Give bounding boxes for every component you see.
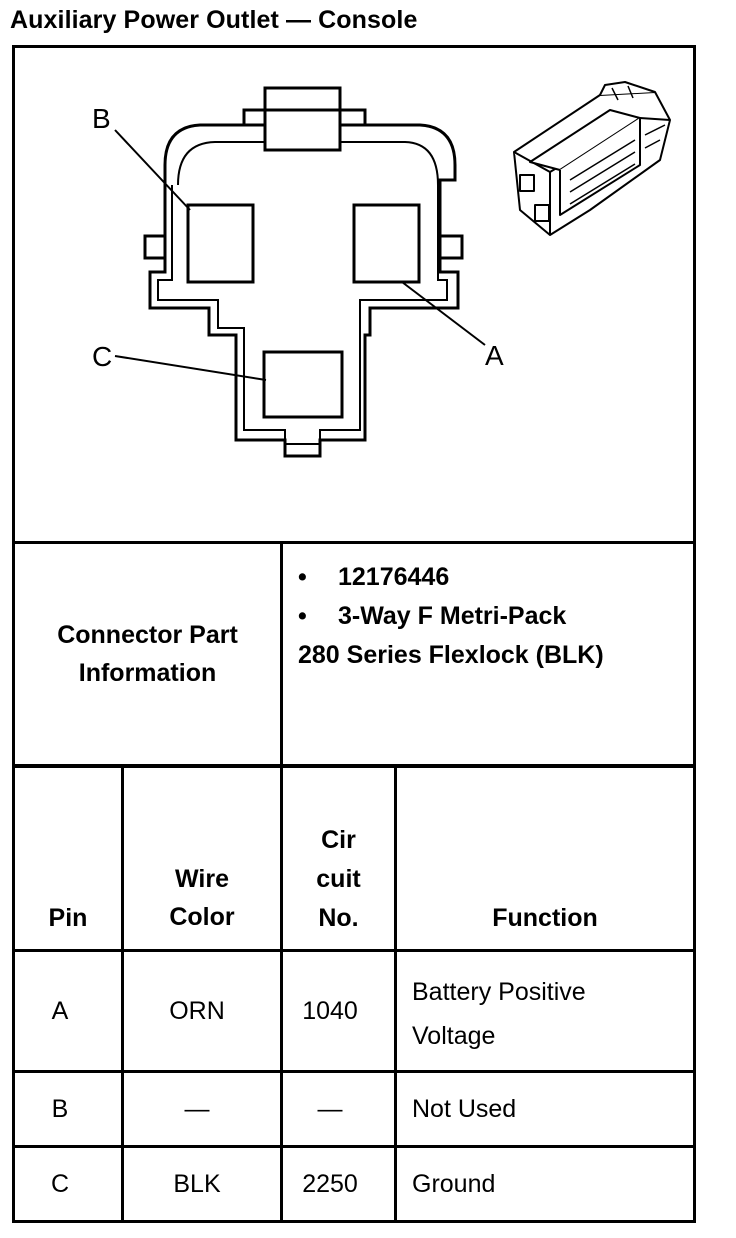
row-b-circuit: — [317, 1094, 343, 1123]
page-title: Auxiliary Power Outlet — Console [10, 6, 418, 34]
divider-row-a [12, 1070, 696, 1073]
description-item: • 3-Way F Metri-Pack [298, 597, 693, 636]
row-a-color: ORN [169, 996, 225, 1025]
header-wire-color: Wire Color [124, 860, 280, 936]
row-c-pin: C [50, 1169, 70, 1198]
row-b-pin: B [51, 1094, 69, 1123]
leader-line-a [401, 281, 486, 346]
divider-info [12, 764, 696, 768]
part-number-item: • 12176446 [298, 558, 693, 597]
frame-bottom-rule [12, 1220, 696, 1223]
side-nub-right [438, 234, 464, 260]
header-circuit-line1: Cir [321, 826, 356, 854]
callout-c: C [92, 341, 112, 372]
terminal-cavity-c [262, 350, 344, 419]
bullet: • [298, 563, 307, 591]
terminal-cavity-b [186, 203, 255, 284]
connector-iso-view [513, 81, 671, 236]
divider-header [12, 949, 696, 952]
divider-col-function [394, 764, 397, 1223]
connector-info-label: Connector Part Information [15, 544, 280, 764]
callout-a: A [485, 340, 504, 371]
row-a-function-line2: Voltage [412, 1022, 496, 1050]
divider-col-color [121, 764, 124, 1223]
row-a-function-line1: Battery Positive [412, 978, 586, 1006]
bullet: • [298, 602, 307, 630]
row-c-color: BLK [173, 1169, 221, 1198]
row-c-circuit: 2250 [302, 1169, 358, 1198]
connector-info-values: • 12176446 • 3-Way F Metri-Pack 280 Series… [298, 558, 693, 675]
divider-row-b [12, 1145, 696, 1148]
header-wire-color-line1: Wire [175, 865, 229, 893]
header-circuit-no: Cir cuit No. [283, 821, 394, 938]
terminal-cavity-a [352, 203, 421, 284]
connector-description-line1: 3-Way F Metri-Pack [338, 602, 567, 630]
row-b-color: — [184, 1094, 210, 1123]
leader-line-b [114, 129, 191, 211]
connector-description-line2: 280 Series Flexlock (BLK) [298, 641, 604, 669]
row-a-pin: A [51, 996, 69, 1025]
row-b-function: Not Used [412, 1094, 517, 1123]
divider-col-circuit [280, 541, 283, 1223]
leader-line-c [114, 355, 267, 381]
header-wire-color-line2: Color [169, 903, 235, 931]
frame-top-rule [12, 45, 696, 48]
connector-inner-outline [157, 141, 448, 445]
row-c-function: Ground [412, 1169, 496, 1198]
header-circuit-line3: No. [318, 904, 359, 932]
divider-diagram [12, 541, 696, 544]
part-number: 12176446 [338, 563, 450, 591]
row-a-function: Battery Positive Voltage [412, 970, 692, 1058]
header-pin: Pin [48, 903, 88, 932]
latch-tab [242, 108, 367, 125]
callout-b: B [92, 103, 111, 134]
connector-info-label-line1: Connector Part [57, 621, 238, 649]
side-nub-left [143, 234, 167, 260]
connector-info-label-line2: Information [78, 659, 217, 687]
row-a-circuit: 1040 [302, 996, 358, 1025]
connector-diagram: B A C [92, 81, 671, 458]
header-circuit-line2: cuit [316, 865, 361, 893]
connector-table-frame [12, 45, 696, 1223]
header-function: Function [492, 903, 598, 932]
